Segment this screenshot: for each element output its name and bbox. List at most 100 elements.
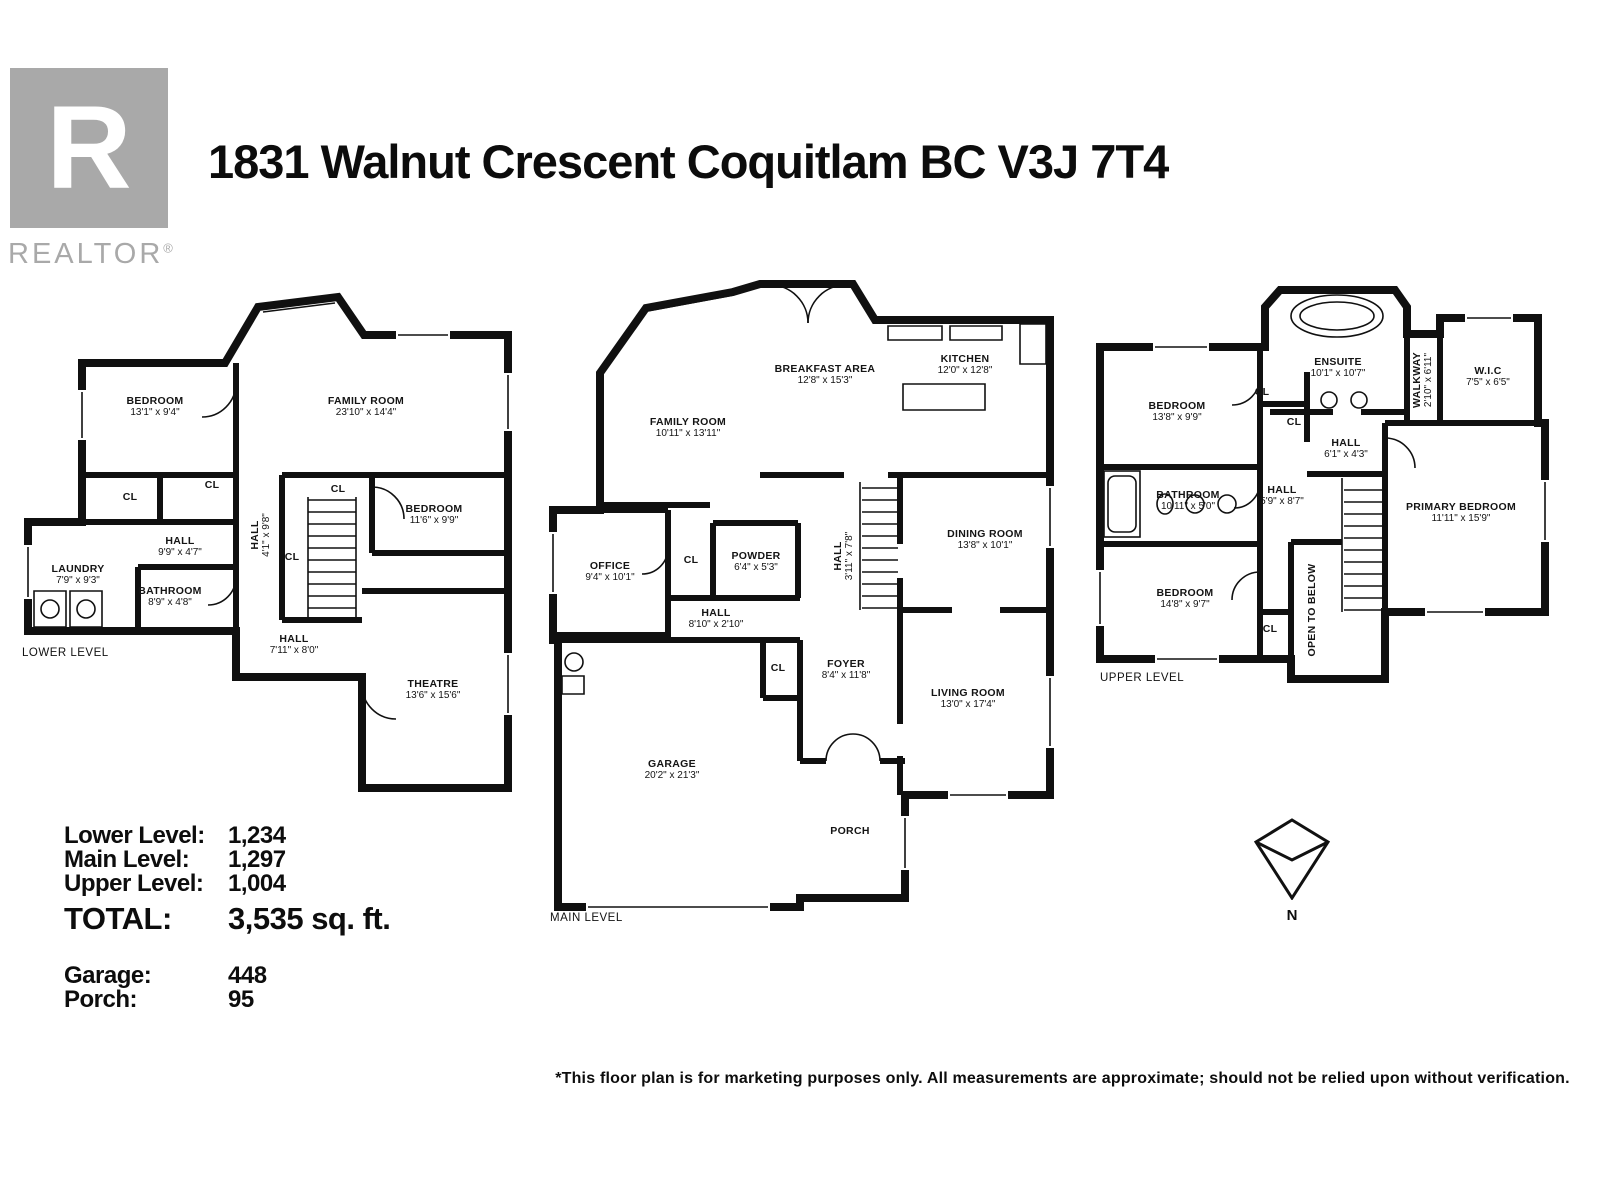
summary-garage-value: 448: [228, 962, 267, 989]
registered-mark: ®: [163, 240, 176, 256]
room-name: CL: [1254, 385, 1270, 398]
room-name: ENSUITE: [1314, 356, 1362, 369]
room-name: CL: [1286, 415, 1302, 428]
room-name: PORCH: [830, 824, 870, 837]
summary-row-garage: Garage:448: [64, 964, 390, 988]
room-name: HALL: [165, 535, 195, 548]
room-dims: 14'8" x 9'7": [1160, 599, 1210, 611]
room-dims: 13'8" x 9'9": [1152, 412, 1202, 424]
room-name: BREAKFAST AREA: [774, 363, 876, 376]
room-name: GARAGE: [648, 758, 696, 771]
room-dims: 9'9" x 4'7": [158, 547, 202, 559]
realtor-logo-letter: R: [46, 82, 132, 214]
room-dims: 13'0" x 17'4": [940, 699, 996, 711]
area-summary: Lower Level: 1,234 Main Level:1,297 Upper…: [64, 824, 391, 1012]
room-dims: 13'1" x 9'4": [130, 407, 180, 419]
summary-porch-label: Porch:: [64, 986, 138, 1013]
room-name: HALL: [279, 633, 309, 646]
summary-porch-value: 95: [228, 986, 254, 1013]
room-label-cl: CL: [771, 662, 786, 674]
room-name: BATHROOM: [138, 585, 202, 598]
room-dims: 6'1" x 4'3": [1324, 449, 1368, 461]
upper-level-walls: [1096, 286, 1549, 683]
summary-total-row: TOTAL:3,535 sq. ft.: [64, 902, 391, 936]
summary-extras: Garage:448 Porch: 95: [64, 964, 390, 1012]
room-dims: 23'10" x 14'4": [335, 407, 397, 419]
realtor-logo: R: [10, 68, 168, 228]
room-dims: 9'4" x 10'1": [585, 572, 635, 584]
room-name: BEDROOM: [1148, 400, 1206, 413]
room-name: CL: [330, 482, 346, 495]
room-name: CL: [284, 550, 300, 563]
disclaimer-text: *This floor plan is for marketing purpos…: [555, 1070, 1570, 1087]
room-label-cl: CL: [205, 479, 220, 491]
room-name: WALKWAY: [1411, 352, 1424, 408]
lower-level-walls: [24, 292, 512, 792]
room-name: CL: [122, 490, 138, 503]
room-label-cl: CL: [1263, 623, 1278, 635]
room-name: CL: [204, 478, 220, 491]
room-name: HALL: [832, 541, 845, 571]
page-title: 1831 Walnut Crescent Coquitlam BC V3J 7T…: [208, 135, 1169, 188]
room-dims: 5'9" x 8'7": [1260, 496, 1304, 508]
summary-main-value: 1,297: [228, 846, 286, 873]
summary-row-lower: Lower Level: 1,234: [64, 824, 390, 848]
room-dims: 8'9" x 4'8": [148, 597, 192, 609]
room-dims: 4'1" x 9'8": [261, 513, 273, 557]
room-label-cl: CL: [123, 491, 138, 503]
room-dims: 6'4" x 5'3": [734, 562, 778, 574]
room-name: THEATRE: [407, 678, 459, 691]
summary-row-porch: Porch: 95: [64, 988, 390, 1012]
summary-row-upper: Upper Level:1,004: [64, 872, 390, 896]
room-name: OPEN TO BELOW: [1305, 563, 1318, 657]
room-name: FAMILY ROOM: [327, 395, 405, 408]
summary-row-main: Main Level:1,297: [64, 848, 390, 872]
room-dims: 7'11" x 8'0": [269, 645, 319, 657]
room-name: LIVING ROOM: [931, 687, 1005, 700]
room-name: HALL: [249, 520, 262, 550]
room-name: BATHROOM: [1156, 489, 1220, 502]
summary-upper-label: Upper Level:: [64, 870, 204, 897]
room-dims: 12'0" x 12'8": [937, 365, 993, 377]
realtor-brand-label: REALTOR: [8, 238, 164, 270]
room-dims: 13'8" x 10'1": [957, 540, 1013, 552]
realtor-brand-text: REALTOR®: [8, 238, 176, 271]
room-label-cl: CL: [684, 554, 699, 566]
room-name: BEDROOM: [1156, 587, 1214, 600]
summary-lower-label: Lower Level:: [64, 822, 205, 849]
summary-lower-value: 1,234: [228, 822, 286, 849]
room-name: HALL: [701, 607, 731, 620]
room-dims: 20'2" x 21'3": [644, 770, 700, 782]
room-dims: 7'5" x 6'5": [1466, 377, 1510, 389]
room-name: LAUNDRY: [51, 563, 105, 576]
room-name: DINING ROOM: [947, 528, 1023, 541]
level-caption-main: MAIN LEVEL: [550, 912, 623, 924]
room-dims: 13'6" x 15'6": [405, 690, 461, 702]
room-label-porch: PORCH: [830, 825, 869, 837]
room-name: BEDROOM: [405, 503, 463, 516]
